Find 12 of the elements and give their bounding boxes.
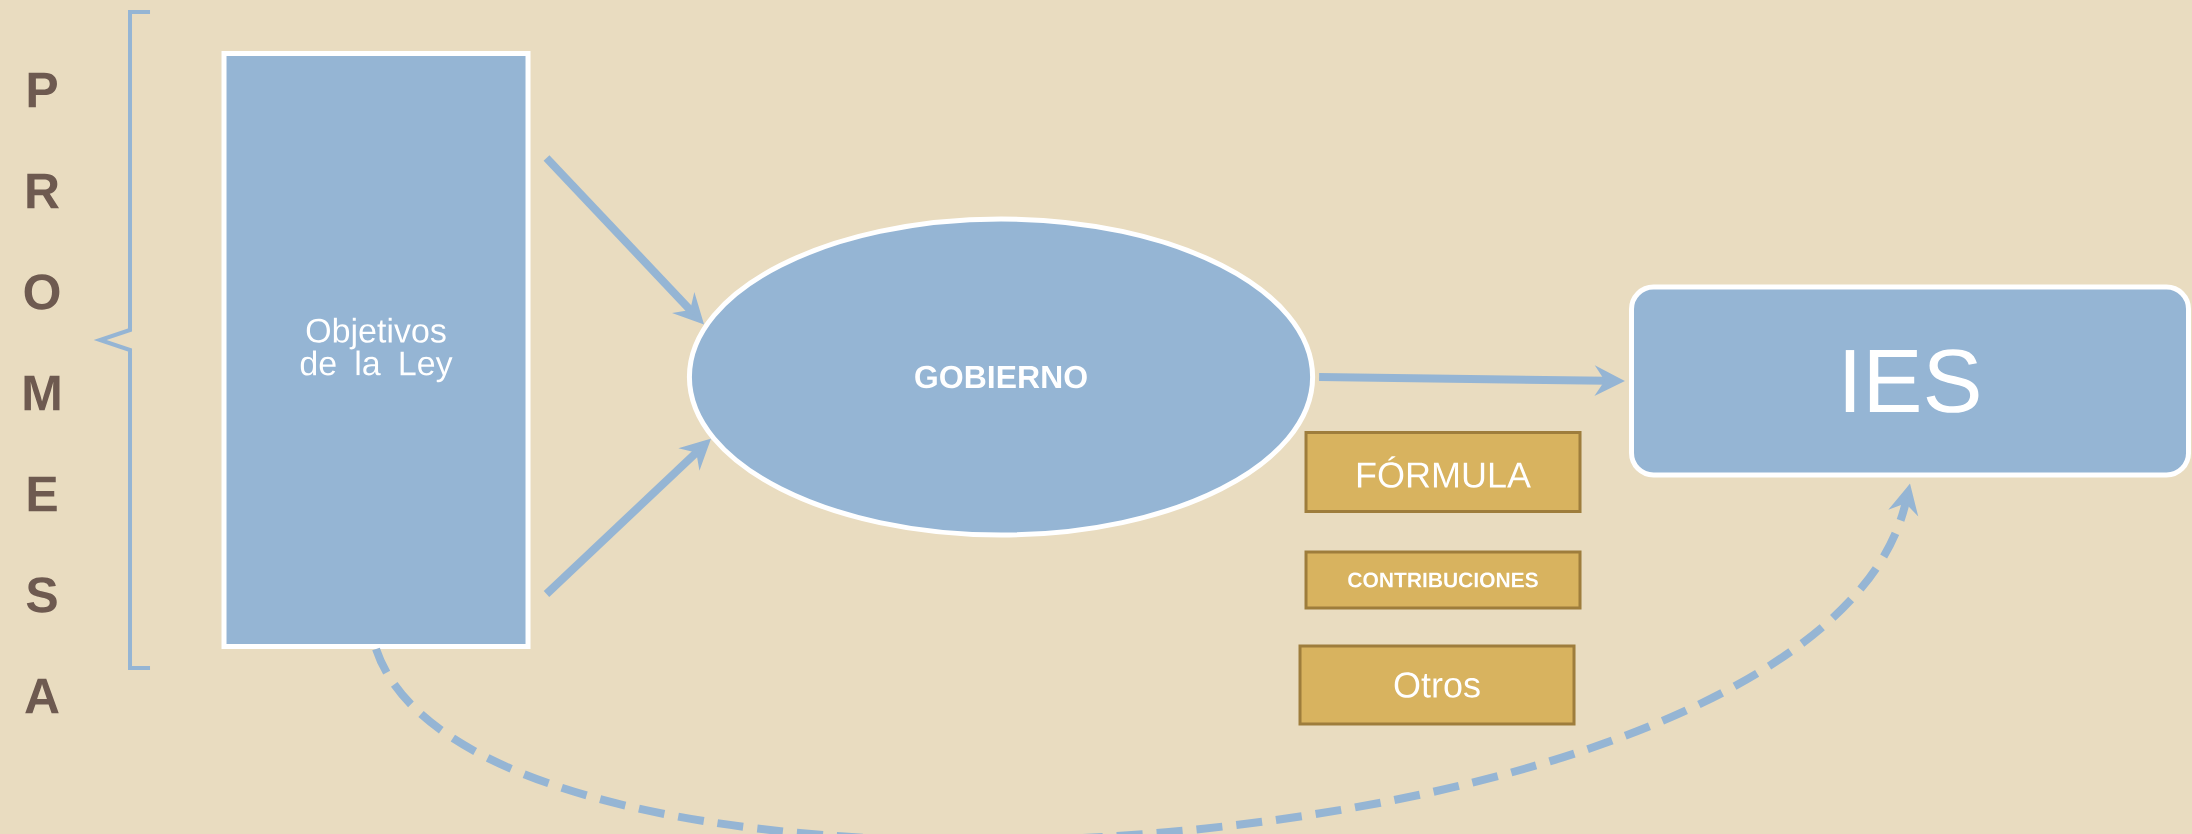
process-box: Objetivos de la Ley bbox=[221, 51, 531, 649]
tag-box: Otros bbox=[1298, 644, 1576, 726]
vertical-letter: M bbox=[24, 375, 60, 411]
vertical-letter: O bbox=[24, 274, 60, 310]
vertical-letter: R bbox=[27, 173, 60, 209]
tag-box: CONTRIBUCIONES bbox=[1304, 550, 1582, 610]
vertical-letter: A bbox=[25, 678, 59, 714]
tag-box: FÓRMULA bbox=[1304, 431, 1582, 513]
vertical-letter: E bbox=[28, 476, 57, 512]
vertical-letter: P bbox=[28, 72, 57, 108]
rounded-box: IES bbox=[1629, 284, 2191, 478]
vertical-letter: S bbox=[26, 577, 57, 613]
